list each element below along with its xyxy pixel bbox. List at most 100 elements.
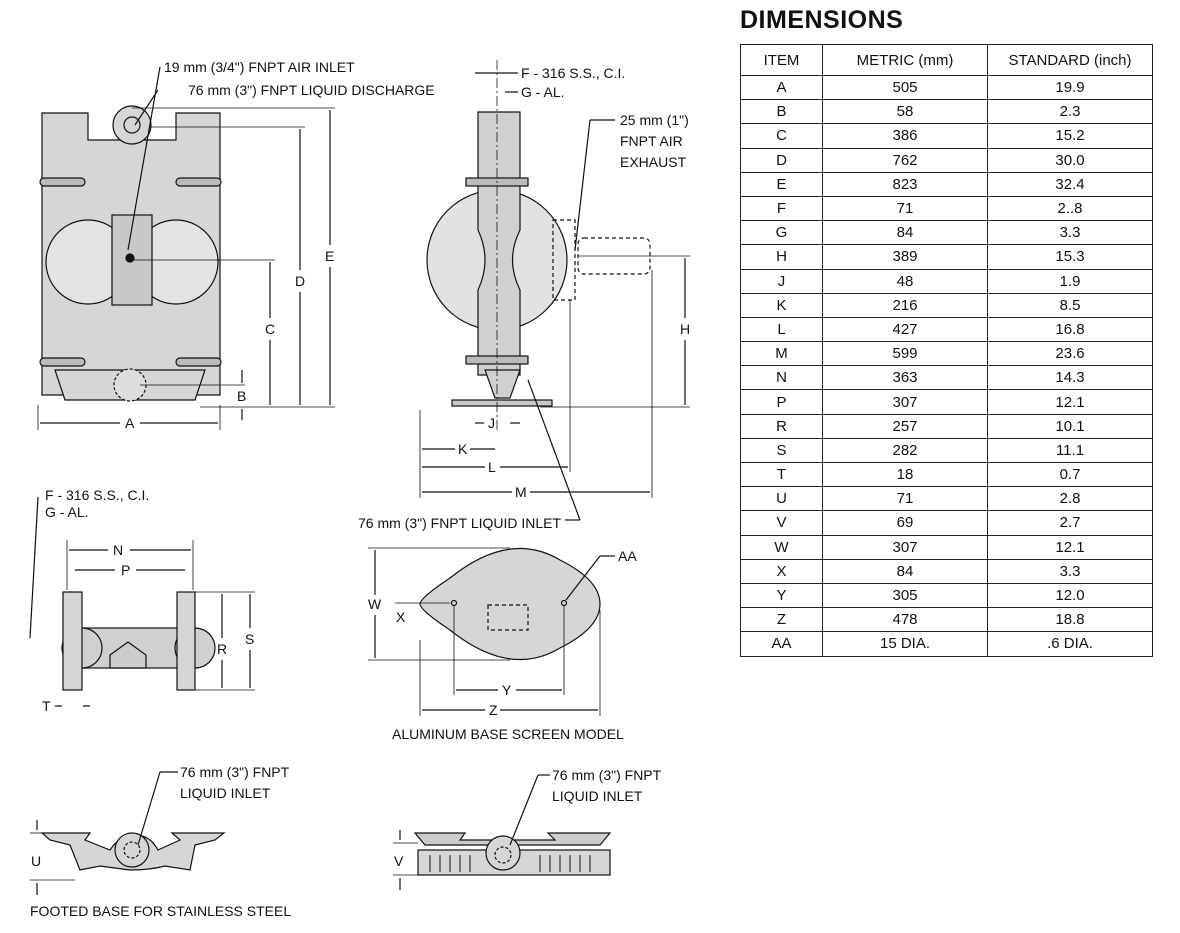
item-cell: U [740,486,823,512]
standard-cell: 23.6 [987,341,1153,367]
liquid-inlet-label: 76 mm (3") FNPT LIQUID INLET [358,515,562,531]
side-view: F - 316 S.S., C.I. G - AL. 25 mm (1") FN… [358,60,690,531]
dim-d: D [295,273,305,289]
standard-cell: 2.3 [987,99,1153,125]
g-material-label: G - AL. [521,84,565,100]
metric-cell: 216 [822,292,988,318]
dim-r: R [217,641,227,657]
standard-cell: 2.8 [987,486,1153,512]
item-cell: M [740,341,823,367]
item-cell: R [740,413,823,439]
item-cell: B [740,99,823,125]
standard-cell: 15.2 [987,123,1153,149]
item-cell: L [740,316,823,343]
exhaust-label-3: EXHAUST [620,154,687,170]
item-cell: S [740,437,823,464]
front-view: 19 mm (3/4") FNPT AIR INLET 76 mm (3") F… [37,59,435,431]
item-cell: D [740,147,823,173]
metric-cell: 15 DIA. [822,631,988,657]
screen-base-side-view: 76 mm (3") FNPT LIQUID INLET V [393,767,662,890]
dim-s: S [245,631,254,647]
standard-cell: 11.1 [987,437,1153,464]
metric-cell: 48 [822,268,988,294]
dim-b: B [237,388,246,404]
item-cell: E [740,171,823,197]
pump-dimension-drawing: 19 mm (3/4") FNPT AIR INLET 76 mm (3") F… [29,59,690,919]
column-header: ITEM [740,44,823,76]
metric-cell: 505 [822,74,988,101]
standard-cell: 15.3 [987,244,1153,270]
standard-cell: 30.0 [987,147,1153,173]
column-header: METRIC (mm) [822,44,988,76]
screen-caption: ALUMINUM BASE SCREEN MODEL [392,726,624,742]
dim-t: T [42,698,51,714]
metric-cell: 478 [822,607,988,633]
dim-k: K [458,441,468,457]
item-cell: F [740,195,823,222]
dim-j: J [488,415,495,431]
metric-cell: 257 [822,413,988,439]
metric-cell: 84 [822,558,988,584]
item-cell: G [740,220,823,246]
metric-cell: 71 [822,195,988,222]
item-cell: J [740,268,823,294]
metric-cell: 823 [822,171,988,197]
item-cell: AA [740,631,823,657]
top-view: F - 316 S.S., C.I. G - AL. N P R S T [29,487,255,714]
metric-cell: 305 [822,582,988,609]
item-cell: Y [740,582,823,609]
standard-cell: 3.3 [987,558,1153,584]
footed-inlet-label-2: LIQUID INLET [180,785,271,801]
screen-inlet-label-1: 76 mm (3") FNPT [552,767,662,783]
standard-cell: 16.8 [987,316,1153,343]
item-cell: T [740,461,823,488]
footed-inlet-label-1: 76 mm (3") FNPT [180,764,290,780]
f-material-label: F - 316 S.S., C.I. [521,65,625,81]
metric-cell: 599 [822,341,988,367]
f-material-label-2: F - 316 S.S., C.I. [45,487,149,503]
dim-l: L [488,459,496,475]
air-inlet-label: 19 mm (3/4") FNPT AIR INLET [164,59,355,75]
column-header: STANDARD (inch) [987,44,1153,76]
metric-cell: 307 [822,389,988,415]
item-cell: A [740,74,823,101]
dim-p: P [121,562,130,578]
dim-c: C [265,321,275,337]
exhaust-label-1: 25 mm (1") [620,112,689,128]
dim-w: W [368,596,382,612]
dim-a: A [125,415,135,431]
item-cell: C [740,123,823,149]
metric-cell: 389 [822,244,988,270]
dim-z: Z [489,702,498,718]
dimensions-title: DIMENSIONS [740,6,904,34]
item-cell: X [740,558,823,584]
standard-cell: 32.4 [987,171,1153,197]
standard-cell: 8.5 [987,292,1153,318]
dim-x: X [396,609,406,625]
standard-cell: 14.3 [987,365,1153,391]
dim-v: V [394,853,404,869]
metric-cell: 282 [822,437,988,464]
standard-cell: 1.9 [987,268,1153,294]
standard-cell: 19.9 [987,74,1153,101]
metric-cell: 363 [822,365,988,391]
standard-cell: 2.7 [987,510,1153,536]
dim-e: E [325,248,334,264]
